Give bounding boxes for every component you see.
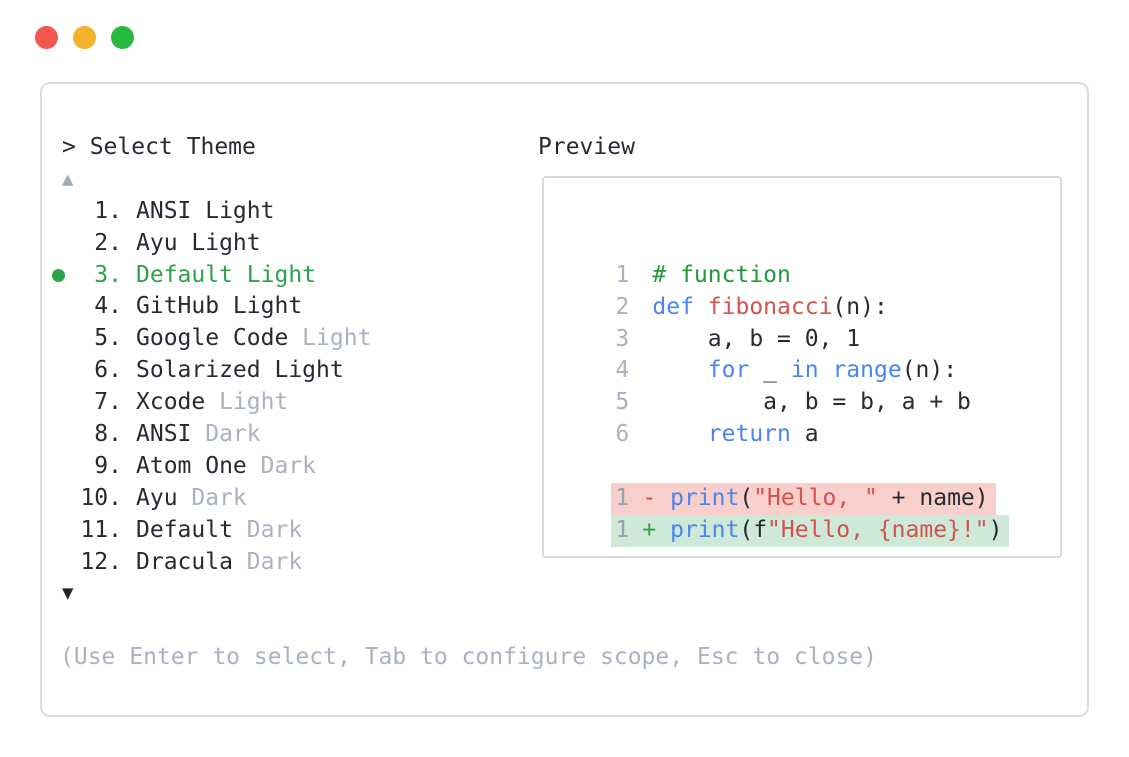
selected-indicator-cell: [50, 333, 80, 346]
theme-item-number: 12.: [80, 548, 122, 575]
code-line: 6 return a: [560, 387, 1050, 447]
selected-indicator-cell: [50, 365, 80, 378]
theme-item-number: 1.: [94, 197, 122, 224]
theme-item-label: ANSI Dark: [136, 421, 261, 448]
selected-indicator-icon: [52, 269, 65, 282]
theme-item-label: Default Light: [136, 261, 317, 288]
theme-item-number: 7.: [94, 389, 122, 416]
window-controls: [35, 26, 134, 49]
code-line: 1# function: [560, 228, 1050, 288]
theme-item-number: 2.: [94, 229, 122, 256]
theme-item-label: Dracula Dark: [136, 548, 303, 575]
selected-indicator-cell: [50, 428, 80, 441]
theme-picker-window: > Select Theme ▲ 1. ANSI Light 2. Ayu Li…: [40, 82, 1089, 717]
theme-list-item[interactable]: 11. Default Dark: [50, 515, 528, 547]
selected-indicator-cell: [50, 460, 80, 473]
line-number: 6: [615, 421, 630, 448]
line-number: 1: [615, 261, 630, 288]
theme-item-label: Ayu Dark: [136, 484, 247, 511]
selected-indicator-cell: [50, 492, 80, 505]
spacer: [50, 610, 528, 642]
theme-item-label: Ayu Light: [136, 229, 261, 256]
scroll-up-icon[interactable]: ▲: [62, 167, 74, 190]
scroll-down-icon[interactable]: ▼: [62, 582, 74, 605]
theme-item-number: 4.: [94, 293, 122, 320]
theme-list-item[interactable]: 8. ANSI Dark: [50, 419, 528, 451]
footer-hint: (Use Enter to select, Tab to configure s…: [60, 644, 877, 671]
line-number: 1: [615, 485, 630, 512]
theme-item-number: 5.: [94, 325, 122, 352]
theme-list-panel: > Select Theme ▲ 1. ANSI Light 2. Ayu Li…: [50, 132, 877, 674]
theme-item-label: Xcode Light: [136, 389, 289, 416]
theme-list-item[interactable]: 3. Default Light: [50, 260, 528, 292]
theme-list-item[interactable]: 9. Atom One Dark: [50, 451, 528, 483]
theme-item-label: Solarized Light: [136, 357, 344, 384]
code-line: 5 a, b = b, a + b: [560, 355, 1050, 415]
theme-list-item[interactable]: 5. Google Code Light: [50, 323, 528, 355]
traffic-light-maximize[interactable]: [111, 26, 134, 49]
code-line: 3 a, b = 0, 1: [560, 292, 1050, 352]
theme-list-item[interactable]: 7. Xcode Light: [50, 387, 528, 419]
theme-list-item[interactable]: 2. Ayu Light: [50, 228, 528, 260]
code-line: 1+ print(f"Hello, {name}!"): [560, 483, 1050, 547]
theme-item-label: ANSI Light: [136, 197, 275, 224]
preview-label: Preview: [538, 134, 635, 160]
line-number: 1: [615, 516, 630, 543]
code-line: 1- print("Hello, " + name): [560, 451, 1050, 515]
selected-indicator-cell: [50, 237, 80, 250]
line-number: 3: [615, 325, 630, 352]
selected-indicator-cell: [50, 397, 80, 410]
traffic-light-close[interactable]: [35, 26, 58, 49]
theme-item-number: 6.: [94, 357, 122, 384]
line-number: 2: [615, 293, 630, 320]
theme-list: 1. ANSI Light 2. Ayu Light 3. Default Li…: [50, 196, 528, 579]
theme-item-label: Atom One Dark: [136, 452, 317, 479]
theme-item-label: Default Dark: [136, 516, 303, 543]
selected-indicator-cell: [50, 301, 80, 314]
line-number: 4: [615, 357, 630, 384]
theme-list-item[interactable]: 10. Ayu Dark: [50, 483, 528, 515]
theme-list-item[interactable]: 12. Dracula Dark: [50, 547, 528, 579]
code-line: 4 for _ in range(n):: [560, 324, 1050, 383]
theme-item-number: 10.: [80, 484, 122, 511]
theme-list-item[interactable]: 6. Solarized Light: [50, 355, 528, 387]
theme-item-label: Google Code Light: [136, 325, 372, 352]
traffic-light-minimize[interactable]: [73, 26, 96, 49]
prompt-title: > Select Theme: [62, 134, 256, 160]
theme-list-item[interactable]: 4. GitHub Light: [50, 291, 528, 323]
selected-indicator-cell: [50, 556, 80, 569]
theme-item-number: 8.: [94, 421, 122, 448]
selected-indicator-cell: [50, 269, 80, 282]
selected-indicator-cell: [50, 524, 80, 537]
theme-item-number: 9.: [94, 452, 122, 479]
line-number: 5: [615, 389, 630, 416]
theme-item-number: 3.: [94, 261, 122, 288]
selected-indicator-cell: [50, 205, 80, 218]
theme-item-label: GitHub Light: [136, 293, 303, 320]
theme-list-item[interactable]: 1. ANSI Light: [50, 196, 528, 228]
theme-item-number: 11.: [80, 516, 122, 543]
